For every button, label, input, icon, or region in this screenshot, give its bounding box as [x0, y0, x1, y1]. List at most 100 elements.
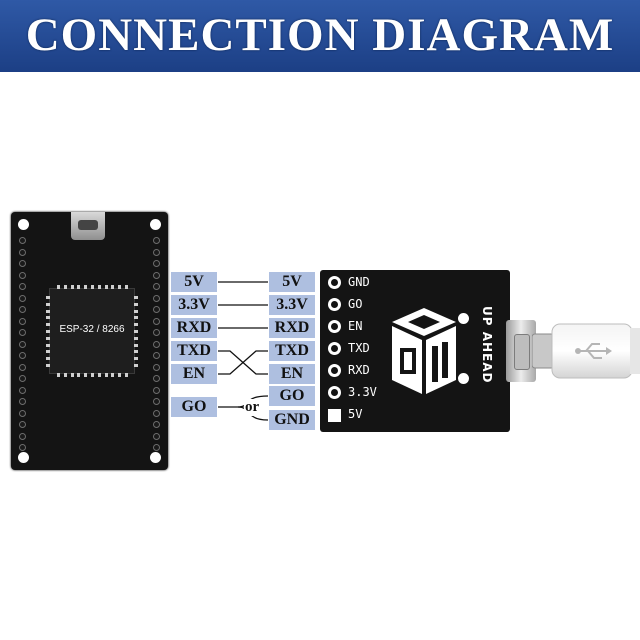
- chip-pin: [63, 285, 67, 289]
- module-pin-pad: [328, 276, 341, 289]
- mounting-hole: [150, 452, 161, 463]
- mounting-hole: [458, 373, 469, 384]
- header-pin: [19, 398, 26, 405]
- chip-pin: [46, 316, 50, 320]
- chip-pin: [84, 285, 88, 289]
- module-pin-label: 5V: [269, 272, 315, 292]
- chip-pin: [77, 373, 81, 377]
- chip-pin: [46, 343, 50, 347]
- header-pin: [153, 375, 160, 382]
- chip-pin: [134, 309, 138, 313]
- module-pin-silkscreen: 3.3V: [348, 385, 377, 399]
- header-pin: [153, 398, 160, 405]
- header-pin: [153, 283, 160, 290]
- chip-pin: [134, 350, 138, 354]
- mounting-hole: [18, 452, 29, 463]
- chip-pin: [77, 285, 81, 289]
- header-pin: [153, 386, 160, 394]
- esp-dev-board: ESP-32 / 8266: [11, 212, 168, 470]
- module-brand: UP AHEAD: [480, 306, 494, 384]
- header-pin: [19, 432, 26, 440]
- chip-pin: [111, 373, 115, 377]
- or-label: or: [244, 399, 261, 416]
- chip-pin: [57, 285, 60, 289]
- module-pin-pad: [328, 320, 341, 333]
- mounting-hole: [18, 219, 29, 230]
- header-pin: [153, 294, 160, 302]
- header-pin: [19, 421, 26, 428]
- module-pin-silkscreen: 5V: [348, 407, 363, 421]
- page-title: CONNECTION DIAGRAM: [25, 9, 615, 61]
- header-pin: [153, 340, 160, 348]
- header-pin: [19, 386, 26, 394]
- chip-pin: [104, 285, 108, 289]
- chip-pin: [134, 316, 138, 320]
- chip-pin: [46, 357, 50, 361]
- chip-pin: [84, 373, 88, 377]
- chip-pin: [118, 373, 122, 377]
- header-pin: [19, 444, 26, 451]
- header-pin: [153, 260, 160, 267]
- chip-pin: [46, 296, 50, 299]
- module-pin-label: GO: [269, 386, 315, 406]
- header-pin: [19, 283, 26, 290]
- chip-pin: [118, 285, 122, 289]
- module-pin-silkscreen: GO: [348, 297, 363, 311]
- usb-c-port-icon: [71, 212, 105, 240]
- chip-pin: [134, 357, 138, 361]
- module-pin-silkscreen: GND: [348, 275, 370, 289]
- chip-pin: [134, 364, 138, 367]
- esp-pin-label: 5V: [171, 272, 217, 292]
- header-pin: [19, 363, 26, 371]
- header-pin: [153, 271, 160, 279]
- chip-pin: [134, 323, 138, 327]
- chip-pin: [134, 302, 138, 306]
- chip-pin: [70, 285, 74, 289]
- module-pin-silkscreen: TXD: [348, 341, 370, 355]
- module-pin-pad: [328, 364, 341, 377]
- chip-pin: [46, 364, 50, 367]
- module-pin-pad: [328, 386, 341, 399]
- header-pin: [153, 432, 160, 440]
- chip-pin: [111, 285, 115, 289]
- esp-pin-label: TXD: [171, 341, 217, 361]
- header-pin: [153, 306, 160, 313]
- chip-label: ESP-32 / 8266: [59, 324, 125, 335]
- chip-pin: [46, 309, 50, 313]
- chip-pin: [63, 373, 67, 377]
- header-pin: [153, 237, 160, 244]
- header-pin: [19, 329, 26, 336]
- chip-pin: [70, 373, 74, 377]
- mounting-hole: [150, 219, 161, 230]
- header-pin: [19, 340, 26, 348]
- module-pin-label: 3.3V: [269, 295, 315, 315]
- esp-pin-label: EN: [171, 364, 217, 384]
- header-pin: [19, 317, 26, 325]
- wire-en-cross: [218, 350, 268, 375]
- esp-pin-label: 3.3V: [171, 295, 217, 315]
- header-pin: [19, 294, 26, 302]
- chip-pin: [134, 330, 138, 333]
- header-pin: [153, 409, 160, 417]
- header-pin: [19, 352, 26, 359]
- header-pin: [19, 260, 26, 267]
- header-pin: [19, 271, 26, 279]
- header-pin: [19, 409, 26, 417]
- chip-pin: [134, 296, 138, 299]
- header-pin: [153, 317, 160, 325]
- header-pin: [153, 444, 160, 451]
- processor-chip: ESP-32 / 8266: [46, 285, 138, 377]
- chip-pin: [46, 336, 50, 340]
- chip-pin: [97, 285, 101, 289]
- chip-pin: [125, 373, 128, 377]
- module-pin-label: RXD: [269, 318, 315, 338]
- header-pin: [153, 329, 160, 336]
- header-pin: [19, 248, 26, 256]
- module-pin-label: GND: [269, 410, 315, 430]
- header-pin: [19, 375, 26, 382]
- module-pin-silkscreen: RXD: [348, 363, 370, 377]
- chip-pin: [46, 302, 50, 306]
- chip-pin: [46, 330, 50, 333]
- cube-logo-icon: [392, 308, 456, 394]
- usb-c-socket-icon: [506, 320, 536, 382]
